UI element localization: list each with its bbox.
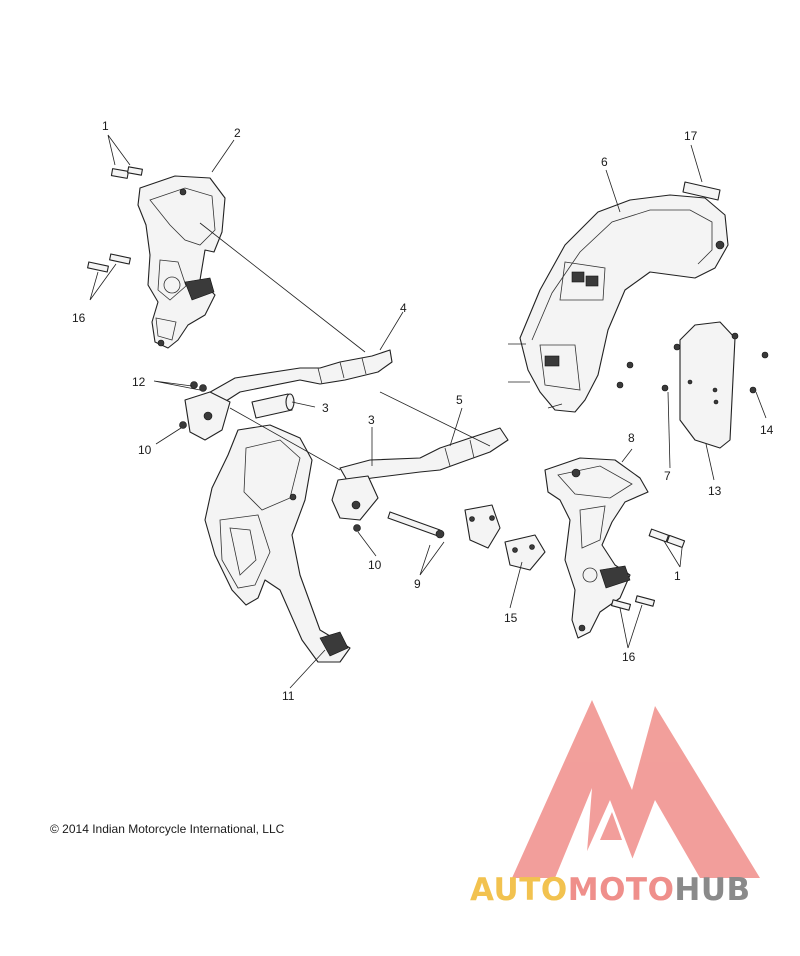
tube-sleeve-left — [251, 393, 295, 419]
callout-9: 9 — [414, 577, 421, 591]
lower-rail-part — [331, 427, 509, 521]
nut-10-middle — [353, 524, 361, 532]
callout-8: 8 — [628, 431, 635, 445]
callout-17: 17 — [684, 129, 698, 143]
fender-bolts — [616, 332, 769, 394]
bolt-pair-16-right — [610, 595, 656, 611]
rear-fender-part — [519, 194, 729, 413]
callout-3-middle: 3 — [368, 413, 375, 427]
callout-1-right: 1 — [674, 569, 681, 583]
reflector-17 — [682, 181, 721, 201]
left-upper-bracket-part — [137, 175, 226, 349]
bolt-pair-1-right — [648, 528, 686, 549]
callout-6: 6 — [601, 155, 608, 169]
brand-moto: MOTO — [567, 872, 675, 908]
watermark-brand-text: AUTOMOTOHUB — [470, 872, 751, 908]
brand-hub: HUB — [674, 872, 751, 908]
copyright-notice: © 2014 Indian Motorcycle International, … — [50, 822, 285, 836]
brand-auto: AUTO — [470, 872, 568, 908]
upper-rail-part — [184, 349, 393, 441]
callout-4: 4 — [400, 301, 407, 315]
callout-14: 14 — [760, 423, 774, 437]
watermark-logo — [512, 700, 760, 878]
callout-16-left: 16 — [72, 311, 86, 325]
callout-10-middle: 10 — [368, 558, 382, 572]
callout-16-right: 16 — [622, 650, 636, 664]
callout-labels: 1 2 16 4 12 3 10 11 3 5 10 9 15 8 1 16 6… — [72, 119, 774, 703]
callout-10-left: 10 — [138, 443, 152, 457]
pin-9 — [387, 511, 445, 539]
callout-7: 7 — [664, 469, 671, 483]
callout-5: 5 — [456, 393, 463, 407]
callout-2: 2 — [234, 126, 241, 140]
callout-11: 11 — [282, 689, 295, 703]
callout-3-left: 3 — [322, 401, 329, 415]
callout-15: 15 — [504, 611, 518, 625]
leader-lines — [89, 134, 767, 689]
bolt-pair-16-left — [87, 253, 131, 273]
right-bracket-part — [544, 457, 649, 639]
callout-12: 12 — [132, 375, 146, 389]
callout-1-upper-left: 1 — [102, 119, 109, 133]
bolt-pair-1-left — [110, 166, 143, 179]
plate-15 — [464, 504, 546, 571]
callout-13: 13 — [708, 484, 722, 498]
plate-13 — [679, 321, 736, 449]
left-side-cover-part — [204, 424, 351, 663]
nut-10-left — [179, 421, 187, 429]
